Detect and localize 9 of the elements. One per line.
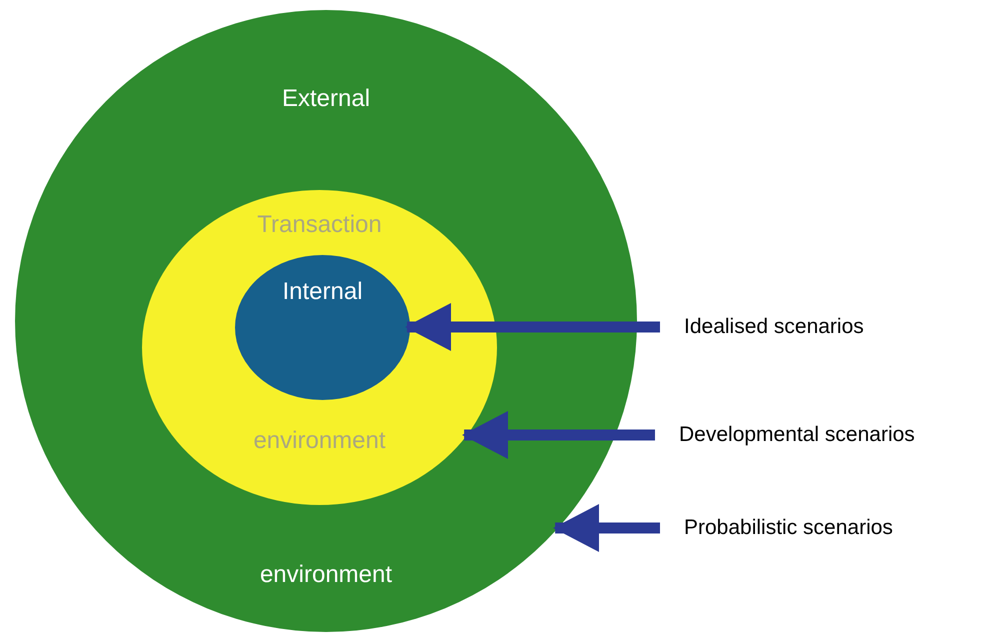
scenario-label: Probabilistic scenarios: [684, 515, 893, 542]
region-label: Transaction: [257, 210, 382, 240]
region-label: environment: [253, 426, 386, 456]
scenario-label: Developmental scenarios: [679, 422, 915, 448]
scenario-label: Idealised scenarios: [684, 314, 864, 340]
region-label: External: [282, 84, 370, 114]
region-label: Internal: [282, 277, 363, 307]
arrow: [553, 504, 660, 552]
region-label: environment: [260, 560, 392, 590]
